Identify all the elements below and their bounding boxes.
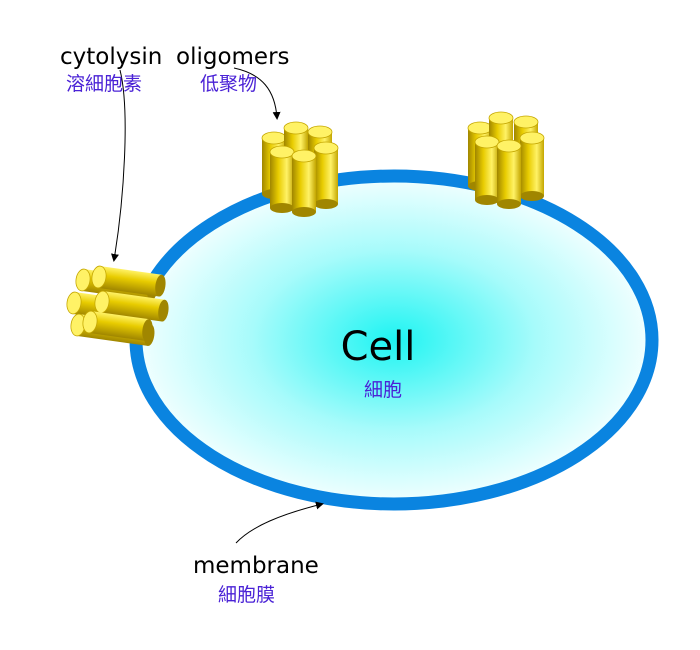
cytolysin-oligomer-pore-icon <box>66 265 169 346</box>
arrow-icon <box>235 501 324 544</box>
cytolysin-oligomer-pore-icon <box>467 111 545 209</box>
membrane-label: membrane <box>193 553 319 579</box>
arrow-icon <box>111 69 126 262</box>
cytolysin-label: cytolysin <box>60 44 162 70</box>
membrane-zh-label: 細胞膜 <box>218 584 275 606</box>
arrow-icon <box>233 67 281 120</box>
cytolysin-zh-label: 溶細胞素 <box>66 73 142 95</box>
oligomers-label: oligomers <box>176 44 290 70</box>
cell-label: Cell <box>341 324 416 370</box>
cytolysin-oligomer-pore-icon <box>261 121 339 217</box>
oligomers-zh-label: 低聚物 <box>200 73 257 95</box>
cell-zh-label: 細胞 <box>364 379 402 401</box>
